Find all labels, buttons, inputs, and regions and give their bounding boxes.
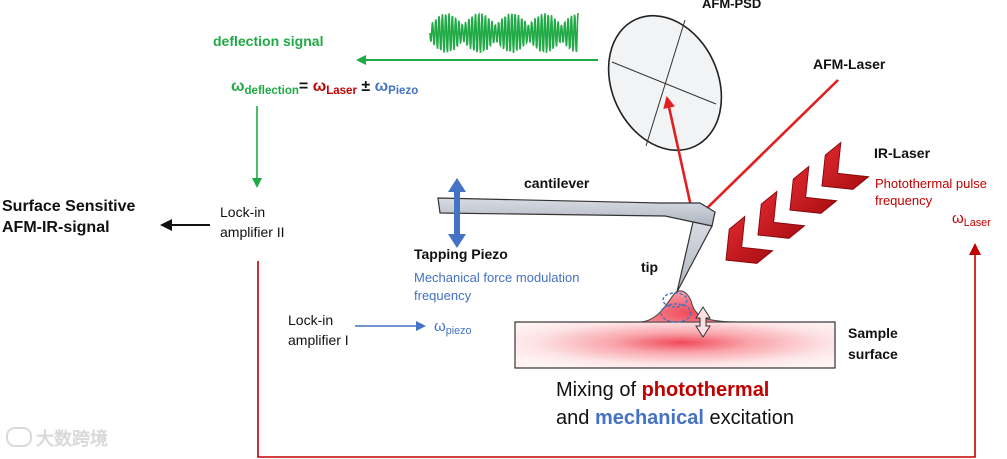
omega-symbol: ω [374, 78, 389, 95]
mechanical-frequency-label: Mechanical force modulation frequency [414, 269, 579, 305]
afm-tip [676, 221, 713, 293]
omega-subscript: deflection [244, 85, 299, 98]
omega-piezo-label: ωpiezo [434, 318, 472, 338]
caption-line1: Mixing of photothermal [556, 376, 794, 404]
caption-text: and [556, 407, 595, 429]
psd-quadrant-line [645, 19, 686, 147]
omega-subscript: Piezo [388, 85, 419, 98]
photothermal-frequency-label: Photothermal pulse frequency [875, 175, 987, 209]
lockin-amplifier-2-label: Lock-in amplifier II [220, 202, 285, 242]
laser-reference-loop [257, 243, 981, 458]
sample-surface [514, 321, 836, 369]
ir-laser-label: IR-Laser [874, 145, 931, 161]
cantilever-beam [437, 197, 716, 227]
sample-bump [639, 290, 741, 323]
mechanical-line2: frequency [414, 288, 472, 303]
sample-surface-label: Sample surface [848, 323, 898, 365]
caption-mechanical: mechanical [594, 407, 704, 429]
photothermal-line1: Photothermal pulse [875, 176, 988, 191]
ir-laser-chevron [789, 165, 838, 214]
afm-laser-label: AFM-Laser [813, 56, 886, 72]
lockin-amplifier-1-label: Lock-in amplifier I [288, 310, 349, 350]
deflection-signal-label: deflection signal [213, 33, 324, 49]
lockin2-line1: Lock-in [220, 204, 266, 220]
psd-quadrant-line [611, 61, 717, 105]
photothermal-line2: frequency [875, 193, 933, 208]
omega-symbol: ω [312, 78, 327, 95]
lockin2-line2: amplifier II [220, 224, 285, 240]
deflection-waveform [429, 11, 579, 54]
caption-line2: and mechanical excitation [556, 404, 794, 432]
omega-subscript: piezo [445, 325, 472, 338]
lockin1-line2: amplifier I [288, 332, 349, 348]
caption-text: Mixing of [556, 379, 642, 401]
omega-laser-label: ωLaser [952, 210, 991, 230]
ir-laser-chevrons [725, 141, 870, 264]
cantilever-label: cantilever [524, 175, 590, 191]
surface-sensitive-line2: AFM-IR-signal [2, 219, 110, 236]
tapping-piezo-arrow [448, 178, 466, 248]
omega-symbol: ω [434, 318, 446, 335]
omega-symbol: ω [952, 210, 964, 227]
plus-minus-sign: ± [361, 78, 371, 95]
mechanical-line1: Mechanical force modulation [414, 270, 580, 285]
watermark: 大数跨境 [6, 427, 108, 451]
afm-laser-beam-reflected [663, 96, 694, 212]
omega-symbol: ω [231, 78, 245, 95]
tip-label: tip [641, 259, 659, 275]
sample-line2: surface [848, 346, 898, 362]
lockin1-line1: Lock-in [288, 312, 334, 328]
tip-ripple [660, 292, 692, 323]
ir-laser-chevron [725, 215, 774, 264]
equals-sign: = [298, 78, 309, 95]
sample-line1: Sample [848, 325, 898, 341]
ir-laser-chevron [821, 141, 870, 190]
sample-expansion-arrow [695, 306, 711, 338]
omega-subscript: Laser [963, 217, 991, 230]
caption-text: excitation [703, 407, 794, 429]
deflection-equation: ωdeflection= ωLaser ± ωPiezo [231, 77, 418, 99]
afm-laser-beam-in [698, 79, 839, 217]
watermark-text: 大数跨境 [36, 429, 108, 449]
omega-subscript: Laser [326, 85, 357, 98]
caption-photothermal: photothermal [641, 379, 770, 401]
watermark-logo-icon [6, 427, 32, 447]
tapping-piezo-label: Tapping Piezo [414, 246, 508, 262]
ir-laser-chevron [757, 190, 806, 239]
surface-sensitive-line1: Surface Sensitive [2, 198, 136, 215]
surface-sensitive-label: Surface Sensitive AFM-IR-signal [2, 196, 135, 238]
mixing-caption: Mixing of photothermal and mechanical ex… [556, 376, 794, 432]
afm-psd-label: AFM-PSD [702, 0, 762, 11]
